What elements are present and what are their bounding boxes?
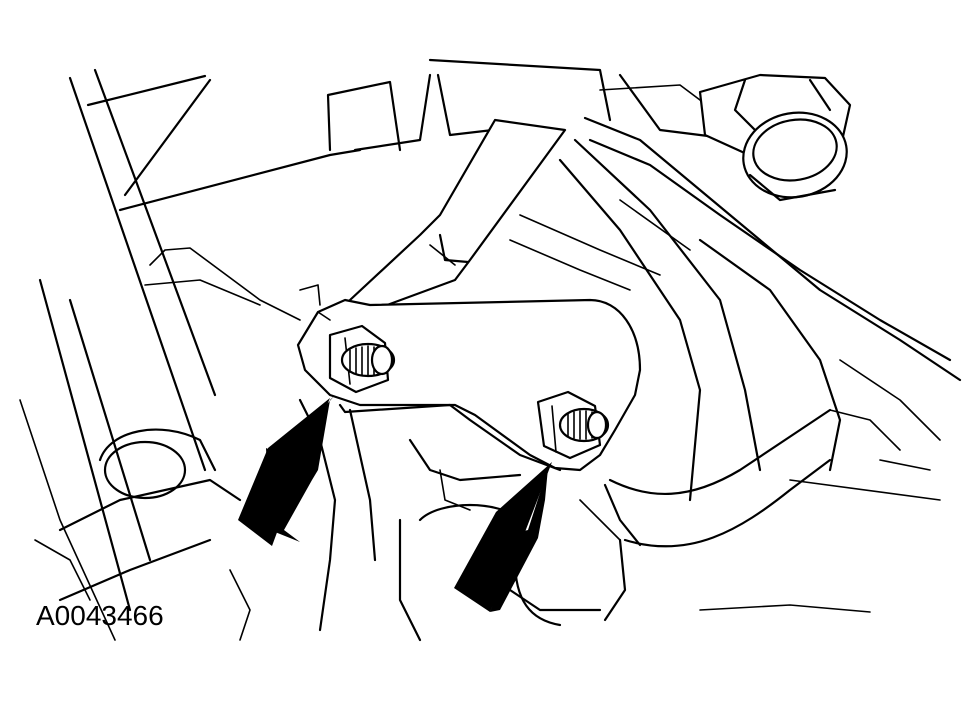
left-frame-rails	[20, 70, 215, 640]
right-nut-and-stud	[538, 392, 608, 458]
left-nut-and-stud	[330, 326, 394, 392]
hex-bolt-top-right	[700, 75, 854, 205]
upper-engine-block	[120, 60, 960, 380]
coolant-hoses-right	[510, 140, 940, 612]
right-callout-arrow-icon	[454, 462, 552, 612]
figure-id-label: A0043466	[36, 600, 164, 631]
bracket-arm	[350, 120, 565, 315]
left-lower-hose	[35, 430, 250, 640]
left-callout-arrow-icon	[238, 395, 335, 546]
